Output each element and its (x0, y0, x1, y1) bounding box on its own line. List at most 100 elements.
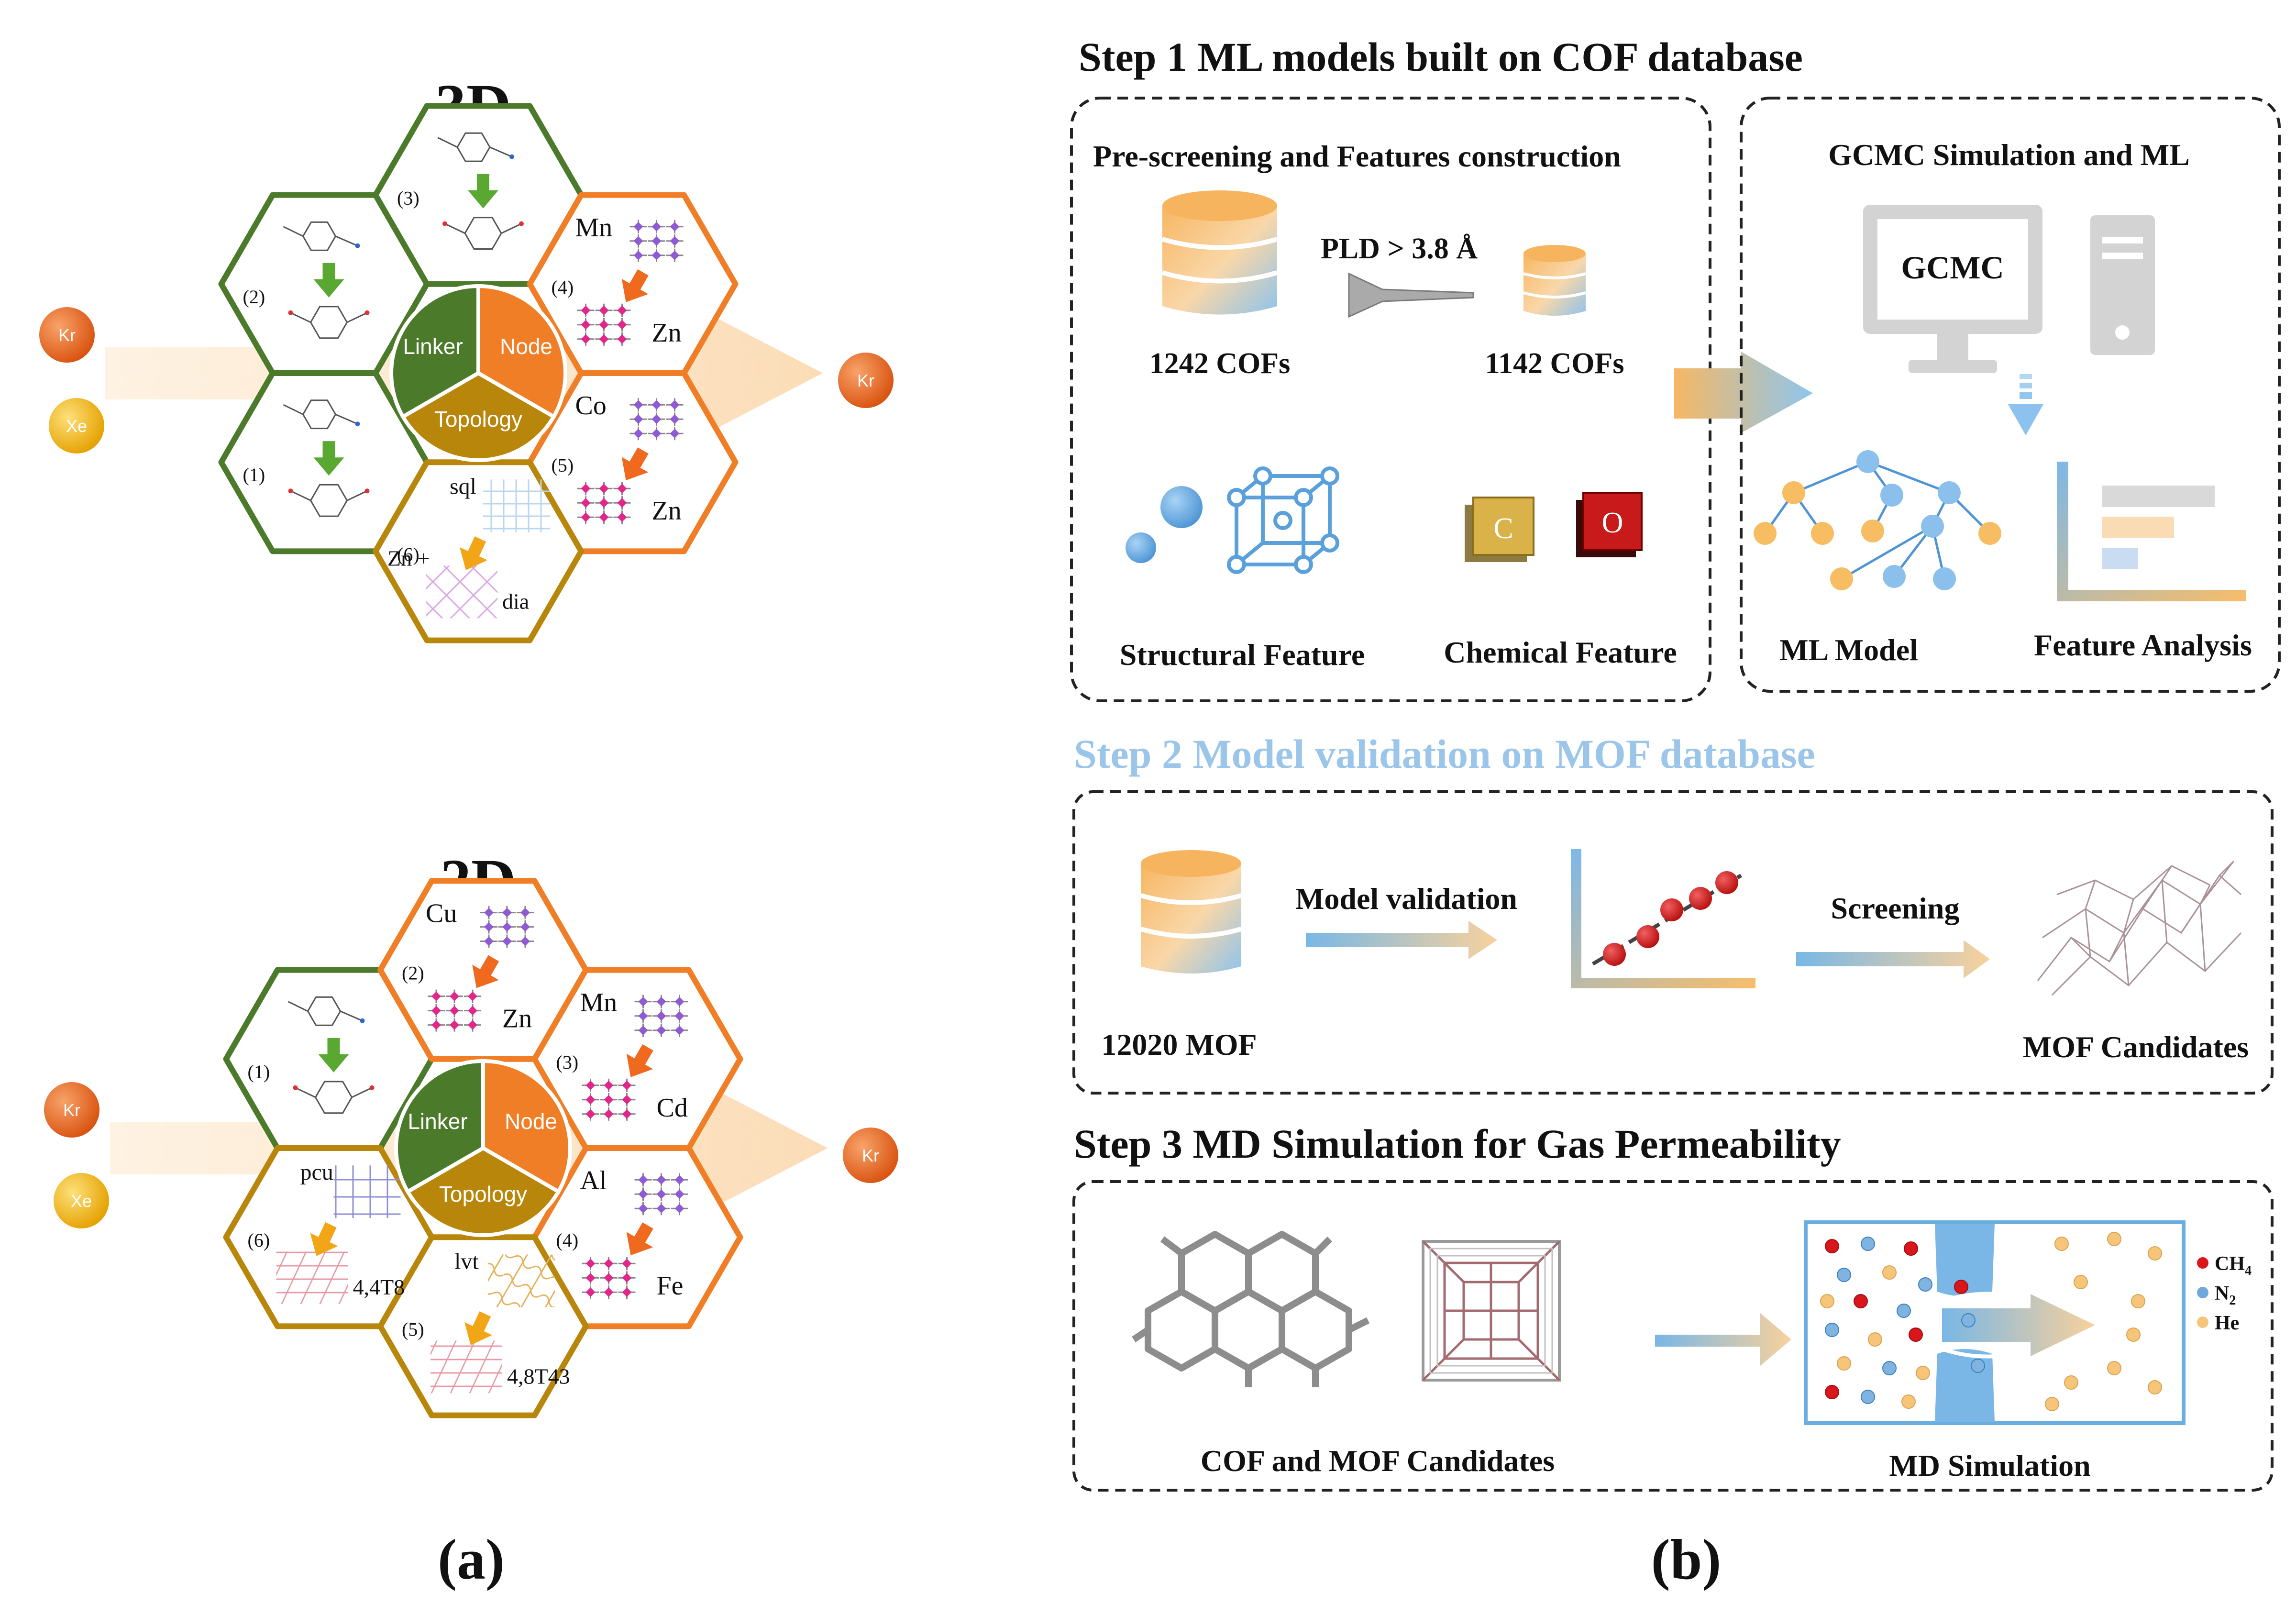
gas-molecule (1854, 1294, 1868, 1308)
pie-label-linker: Linker (408, 1109, 467, 1134)
gas-molecule (1882, 1361, 1897, 1375)
lattice-sketch (483, 479, 550, 532)
lattice-sketch (430, 1340, 502, 1394)
lattice-sketch (426, 565, 497, 619)
cell-number: (2) (402, 962, 424, 984)
db-before-label: 1242 COFs (1149, 347, 1291, 380)
pie-slice-linker (394, 1059, 485, 1195)
chemical-feature-label: Chemical Feature (1444, 635, 1677, 669)
gas-molecule (1837, 1268, 1851, 1282)
database-large-icon (1161, 190, 1278, 315)
gas-molecule (1868, 1332, 1882, 1347)
transform-arrow-icon (313, 441, 344, 476)
structural-feature-label: Structural Feature (1120, 638, 1365, 672)
cell-number: (2) (243, 286, 265, 308)
cell-number: (3) (556, 1051, 579, 1073)
gas-molecule (1901, 1394, 1916, 1409)
node-from-label: Co (575, 391, 607, 420)
gas-molecule (1954, 1280, 1968, 1294)
hexagon-cell-topology: (6)Zn + sql dia (373, 459, 584, 643)
prescreen-title: Pre-screening and Features construction (1093, 139, 1621, 173)
svg-text:Kr: Kr (63, 1100, 80, 1120)
node-structure-sketch (634, 995, 688, 1037)
transform-arrow-icon (626, 1222, 653, 1256)
legend-label-he: He (2215, 1312, 2239, 1334)
tree-node (1880, 484, 1903, 507)
monitor-text: GCMC (1901, 249, 2004, 286)
gcmc-title: GCMC Simulation and ML (1828, 138, 2190, 172)
topology-to-label: 4,8T43 (507, 1364, 570, 1388)
node-from-label: Mn (580, 988, 618, 1018)
topology-prefix: Zn + (387, 546, 430, 570)
gas-molecule (2064, 1375, 2078, 1390)
tree-node (1856, 450, 1879, 473)
tree-node (1883, 565, 1906, 588)
xe-input-ball: Xe (54, 1173, 109, 1228)
gas-molecule (1825, 1385, 1839, 1399)
chemical-feature-icon: C O (1465, 492, 1643, 562)
pie-label-linker: Linker (403, 334, 463, 359)
cell-number: (6) (397, 543, 419, 565)
gas-molecule (2074, 1275, 2088, 1289)
chem-tile-o: O (1602, 507, 1623, 539)
topology-from-label: pcu (300, 1160, 333, 1185)
node-to-label: Zn (652, 496, 682, 526)
topology-to-label: dia (502, 589, 529, 613)
gas-molecule (1861, 1237, 1875, 1251)
down-arrow-icon (2008, 374, 2043, 435)
tree-node (1782, 481, 1805, 504)
prescreen-box (1070, 97, 1711, 702)
db-after-label: 1142 COFs (1485, 347, 1624, 380)
cell-number: (5) (552, 454, 574, 476)
transform-arrow-icon (459, 536, 488, 570)
pie-label-node: Node (505, 1109, 557, 1134)
tree-edge (1867, 460, 1950, 494)
transform-arrow-icon (472, 955, 499, 988)
step1-flow-arrow (1674, 352, 1813, 433)
transform-arrow-icon (621, 269, 649, 302)
kr-input-ball: Kr (39, 307, 95, 363)
legend-dot-ch4 (2197, 1257, 2208, 1269)
mof-cell-icon (1422, 1240, 1561, 1382)
molecule-sketch (437, 132, 524, 250)
node-structure-sketch (428, 989, 481, 1032)
transform-arrow-icon (621, 447, 649, 481)
gas-molecule (1918, 1277, 1932, 1292)
node-structure-sketch (582, 1257, 636, 1299)
gas-molecule (1971, 1359, 1985, 1373)
topology-from-label: lvt (454, 1249, 479, 1274)
legend-dot-he (2197, 1316, 2208, 1328)
scatter-plot-icon (1571, 849, 1755, 988)
lattice-sketch (333, 1165, 401, 1218)
cell-number: (4) (552, 277, 574, 298)
node-structure-sketch (629, 220, 684, 262)
cell-number: (4) (556, 1229, 579, 1251)
node-from-label: Al (580, 1166, 607, 1195)
cell-number: (3) (397, 188, 419, 209)
transform-arrow-icon (313, 263, 344, 298)
gas-molecule (1882, 1265, 1897, 1280)
tree-node (1921, 515, 1944, 538)
gas-molecule (1825, 1239, 1839, 1253)
pie-slice-topology (405, 1146, 562, 1237)
gas-molecule (2045, 1397, 2059, 1411)
node-to-label: Cd (657, 1093, 688, 1123)
xe-input-ball: Xe (49, 398, 104, 454)
validation-label: Model validation (1295, 882, 1517, 916)
kr-output-ball: Kr (843, 1128, 898, 1183)
transform-arrow-icon (468, 174, 498, 209)
gas-molecule (2054, 1237, 2069, 1251)
topology-from-label: sql (450, 474, 476, 499)
pie-slice-topology (400, 371, 557, 462)
step3-box (1072, 1180, 2274, 1492)
gas-molecule (1820, 1294, 1834, 1308)
tree-node (1830, 567, 1853, 590)
gas-molecule (1961, 1313, 1976, 1327)
node-structure-sketch (480, 906, 534, 948)
